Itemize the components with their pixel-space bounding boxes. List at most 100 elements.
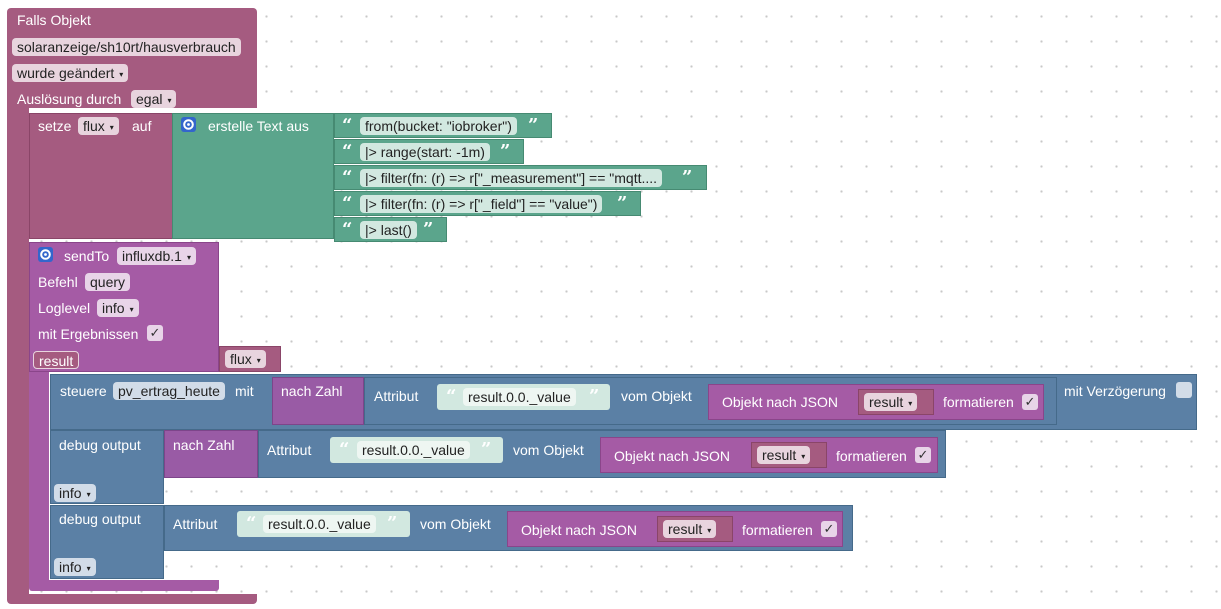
debug-1-result-dropdown[interactable]: result ▾ <box>757 446 811 464</box>
text-join-label: erstelle Text aus <box>208 118 309 134</box>
results-label: mit Ergebnissen <box>38 326 139 342</box>
result-variable-name: result <box>869 394 904 410</box>
state-id-field[interactable]: pv_ertrag_heute <box>113 382 225 400</box>
text-join-block[interactable] <box>172 113 334 239</box>
falls-objekt-title: Falls Objekt <box>17 12 91 28</box>
sendto-label: sendTo <box>64 248 110 264</box>
to-number-label: nach Zahl <box>281 383 343 399</box>
variable-dropdown-flux[interactable]: flux ▾ <box>78 117 119 135</box>
trigger-by-value: egal <box>136 91 163 107</box>
debug-1-attribute-path-value[interactable]: result.0.0._value <box>357 441 470 459</box>
quote-close-icon: ” <box>481 439 492 460</box>
format-label: formatieren <box>943 394 1014 410</box>
quote-open-icon: “ <box>342 141 353 162</box>
command-field[interactable]: query <box>85 273 131 291</box>
attribute-path-value[interactable]: result.0.0._value <box>463 388 576 406</box>
debug-2-attribute-label: Attribut <box>173 516 218 532</box>
debug-2-format-checkbox[interactable]: ✓ <box>821 521 837 537</box>
from-object-label: vom Objekt <box>621 388 692 404</box>
text-line-4-value[interactable]: |> filter(fn: (r) => r["_field"] == "val… <box>360 195 603 213</box>
trigger-by-dropdown[interactable]: egal ▾ <box>131 90 177 108</box>
text-line-2-value[interactable]: |> range(start: -1m) <box>360 143 490 161</box>
debug-2-result-dropdown[interactable]: result ▾ <box>663 520 717 538</box>
attribute-label: Attribut <box>374 388 419 404</box>
quote-open-icon: “ <box>446 386 457 407</box>
chevron-down-icon: ▾ <box>86 490 91 499</box>
debug-2-from-object-label: vom Objekt <box>420 516 491 532</box>
delay-checkbox[interactable] <box>1176 382 1192 398</box>
chevron-down-icon: ▾ <box>707 526 712 535</box>
debug-1-attribute-label: Attribut <box>267 442 312 458</box>
debug-1-label: debug output <box>59 437 141 453</box>
control-label: steuere <box>60 383 107 399</box>
debug-1-to-number-label: nach Zahl <box>173 437 235 453</box>
set-on-label: auf <box>132 118 152 134</box>
quote-close-icon: ” <box>617 193 628 214</box>
loglevel-value: info <box>102 300 125 316</box>
chevron-down-icon: ▾ <box>186 253 191 262</box>
object-to-json-label: Objekt nach JSON <box>722 394 838 410</box>
text-line-5-value[interactable]: |> last() <box>360 221 417 239</box>
variable-name: flux <box>83 118 105 134</box>
debug-1-result-name: result <box>762 447 797 463</box>
quote-open-icon: “ <box>342 193 353 214</box>
chevron-down-icon: ▾ <box>119 70 124 79</box>
debug-2-label: debug output <box>59 511 141 527</box>
quote-close-icon: ” <box>423 219 434 240</box>
flux-variable-name: flux <box>230 351 252 367</box>
chevron-down-icon: ▾ <box>801 452 806 461</box>
debug-2-result-name: result <box>668 521 703 537</box>
quote-close-icon: ” <box>589 386 600 407</box>
loglevel-dropdown[interactable]: info ▾ <box>97 299 139 317</box>
quote-open-icon: “ <box>342 115 353 136</box>
delay-label: mit Verzögerung <box>1064 383 1166 399</box>
command-label: Befehl <box>38 274 78 290</box>
instance-value: influxdb.1 <box>122 248 182 264</box>
chevron-down-icon: ▾ <box>109 123 114 132</box>
event-block-bottom <box>7 594 257 604</box>
quote-close-icon: ” <box>682 167 693 188</box>
text-line-3-value[interactable]: |> filter(fn: (r) => r["_measurement"] =… <box>360 169 663 187</box>
debug-2-level-dropdown[interactable]: info ▾ <box>54 558 96 576</box>
gear-icon[interactable] <box>38 247 53 262</box>
debug-1-format-checkbox[interactable]: ✓ <box>915 447 931 463</box>
text-line-1-value[interactable]: from(bucket: "iobroker") <box>360 117 517 135</box>
debug-1-level: info <box>59 485 82 501</box>
chevron-down-icon: ▾ <box>167 96 172 105</box>
event-block-left-arm <box>7 108 29 594</box>
to-number-block[interactable] <box>272 377 364 425</box>
quote-open-icon: “ <box>246 513 257 534</box>
debug-1-level-dropdown[interactable]: info ▾ <box>54 484 96 502</box>
quote-close-icon: ” <box>500 141 511 162</box>
condition-dropdown[interactable]: wurde geändert ▾ <box>12 64 129 82</box>
condition-value: wurde geändert <box>17 65 115 81</box>
quote-open-icon: “ <box>342 219 353 240</box>
debug-1-from-object-label: vom Objekt <box>513 442 584 458</box>
control-with-label: mit <box>235 383 254 399</box>
instance-dropdown[interactable]: influxdb.1 ▾ <box>117 247 196 265</box>
debug-1-to-number-block[interactable] <box>164 430 258 478</box>
flux-variable-dropdown[interactable]: flux▾ <box>225 350 266 368</box>
result-variable-field[interactable]: result <box>33 351 80 369</box>
quote-close-icon: ” <box>387 513 398 534</box>
chevron-down-icon: ▾ <box>908 399 913 408</box>
debug-1-format-label: formatieren <box>836 448 907 464</box>
chevron-down-icon: ▾ <box>129 305 134 314</box>
results-checkbox[interactable]: ✓ <box>147 325 163 341</box>
gear-icon[interactable] <box>181 117 196 132</box>
quote-open-icon: “ <box>342 167 353 188</box>
debug-2-level: info <box>59 559 82 575</box>
chevron-down-icon: ▾ <box>86 564 91 573</box>
debug-2-format-label: formatieren <box>742 522 813 538</box>
quote-open-icon: “ <box>339 439 350 460</box>
format-checkbox[interactable]: ✓ <box>1022 394 1038 410</box>
result-variable-dropdown[interactable]: result ▾ <box>864 393 918 411</box>
set-label: setze <box>38 118 72 134</box>
loglevel-label: Loglevel <box>38 300 91 316</box>
debug-2-attribute-path-value[interactable]: result.0.0._value <box>263 515 376 533</box>
trigger-by-label: Auslösung durch <box>17 91 122 107</box>
object-id-field[interactable]: solaranzeige/sh10rt/hausverbrauch <box>12 38 241 56</box>
sendto-left-arm <box>29 372 49 580</box>
quote-close-icon: ” <box>528 115 539 136</box>
debug-2-object-to-json-label: Objekt nach JSON <box>521 522 637 538</box>
